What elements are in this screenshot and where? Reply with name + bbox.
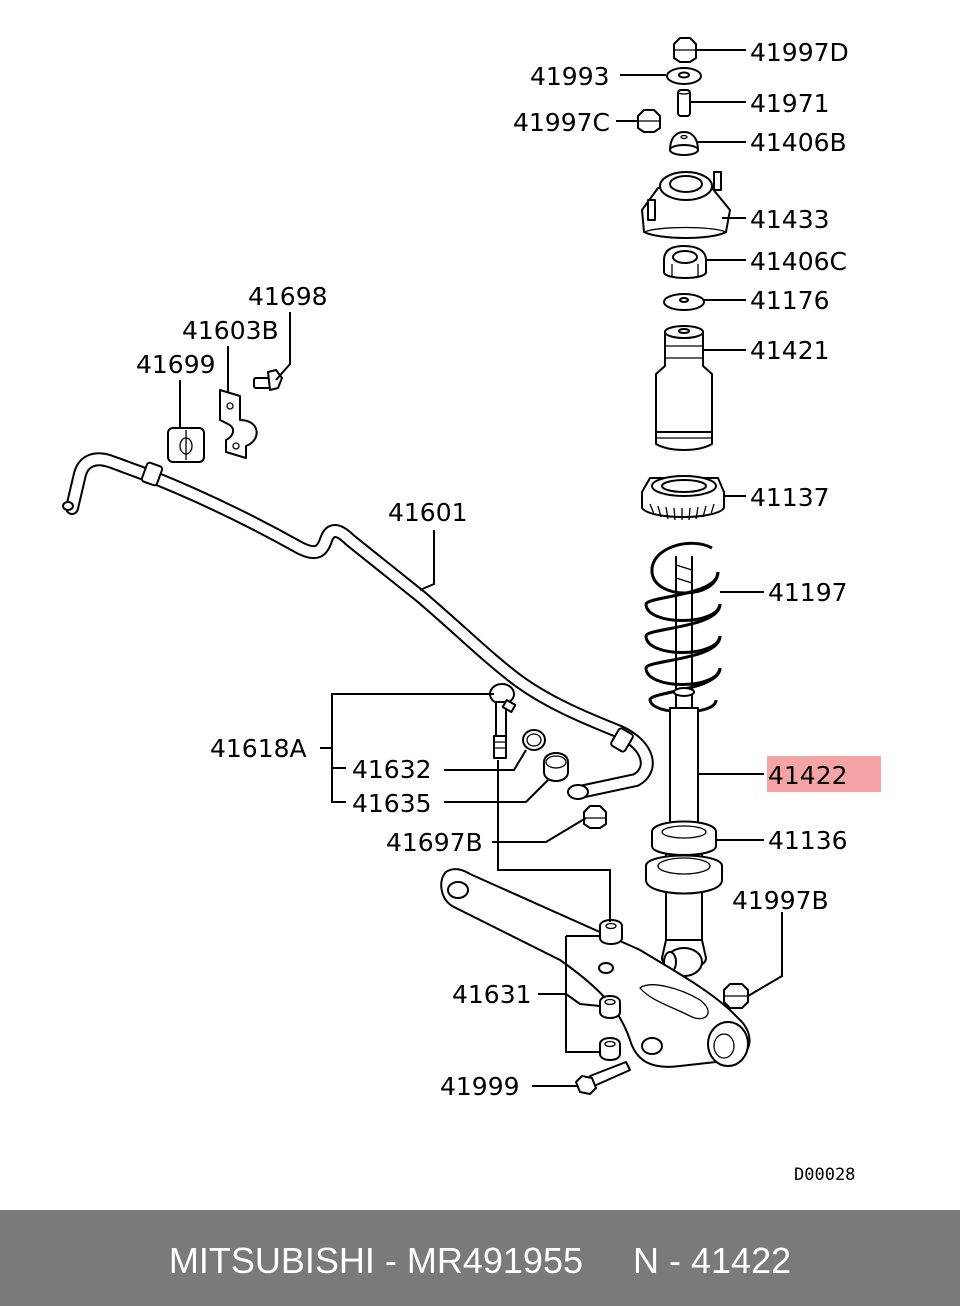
bushing-41631-top [599,919,623,945]
label-41699: 41699 [136,350,216,379]
label-41421: 41421 [750,336,830,365]
label-41176: 41176 [750,286,830,315]
bolt-41698 [253,369,283,391]
label-41618a: 41618A [210,734,307,763]
label-41406b: 41406B [750,128,847,157]
label-41632: 41632 [352,755,432,784]
bolt-41999 [575,1061,631,1095]
label-41997d: 41997D [750,38,849,67]
label-41433: 41433 [750,205,830,234]
parts-diagram: 41997D 41993 41971 41997C 41406B 41433 4… [62,37,881,1185]
label-41422: 41422 [768,761,848,790]
label-41136: 41136 [768,826,848,855]
dust-boot-41421 [655,325,713,451]
label-41698: 41698 [248,282,328,311]
nut-41697b [583,805,607,829]
label-41631: 41631 [452,980,532,1009]
label-41197: 41197 [768,578,848,607]
highlight-41422 [767,756,881,792]
label-41406c: 41406C [750,247,847,276]
bushing-41406b [669,131,699,156]
label-41997b: 41997B [732,886,829,915]
label-41603b: 41603B [182,316,279,345]
nut-41997d [673,37,697,63]
footer-bar: MITSUBISHI - MR491955 N - 41422 [0,1210,960,1306]
footer-part-info: MITSUBISHI - MR491955 N - 41422 [168,1240,792,1281]
diagram-code: D00028 [794,1165,855,1185]
label-41993: 41993 [530,62,610,91]
label-41635: 41635 [352,789,432,818]
label-41999: 41999 [440,1072,520,1101]
label-41137: 41137 [750,483,830,512]
stabilizer-bar-41601 [62,452,654,800]
link-41618a [489,683,517,759]
bushing-41406c [663,245,707,279]
strut-mount-41433 [641,171,731,239]
lower-arm [440,868,751,1068]
label-41601: 41601 [388,498,468,527]
bushing-41699 [167,427,205,463]
coil-spring-41197 [644,541,722,714]
bushing-41635 [543,752,569,782]
washer-41632 [522,729,546,751]
bolt-41997b [723,983,749,1009]
bracket-41603b [219,389,258,459]
label-41971: 41971 [750,89,830,118]
bushing-41631-mid [599,995,621,1019]
collar-41971 [677,89,691,117]
label-41997c: 41997C [513,108,610,137]
washer-41993 [666,67,702,85]
spring-seat-41136 [645,820,723,895]
leader-lines [179,49,783,1087]
washer-41176 [663,293,705,311]
nut-41997c [637,109,661,133]
label-41697b: 41697B [386,828,483,857]
bump-stop-41137 [641,475,725,521]
bushing-41631-bottom [599,1037,621,1061]
